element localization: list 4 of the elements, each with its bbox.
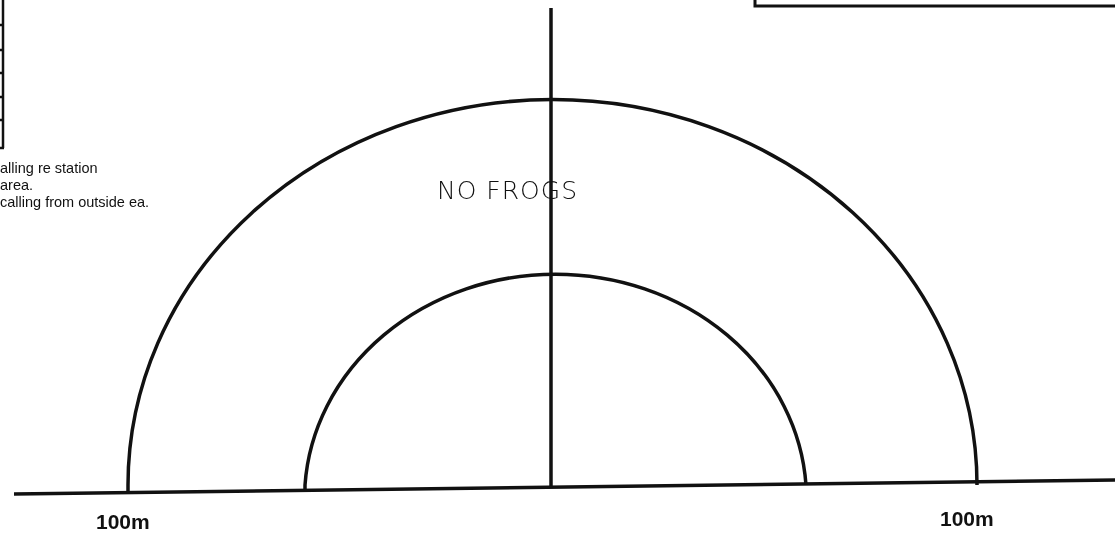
note-text: calling from outside ea. xyxy=(0,194,151,211)
note-text: alling re station area. xyxy=(0,160,99,194)
distance-label: 100m xyxy=(940,507,994,531)
distance-label: 100m xyxy=(96,510,150,534)
